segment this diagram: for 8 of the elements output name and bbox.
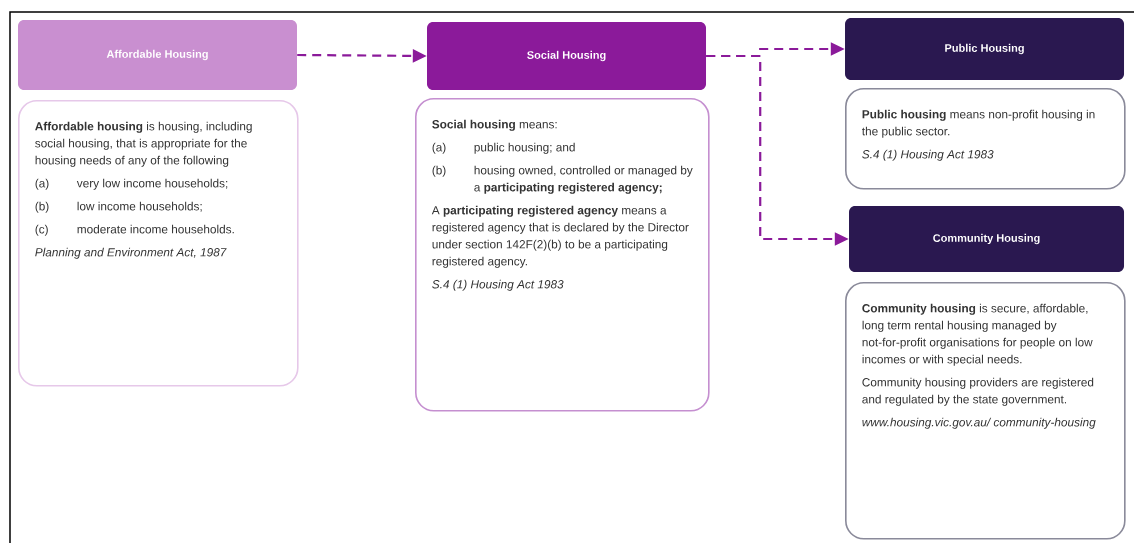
header-box: Social Housing: [427, 22, 706, 90]
header-box: Affordable Housing: [18, 20, 297, 90]
description-card: Social housing means: (a) public housing; and (b) housing owned, controlled or managed by a participating registered agency; A participating registered agency means a registered agency that is declared by the Director under section 142F(2)(b) to be a participating registered agency. S.4 (1) Housing Act 1983: [415, 98, 710, 412]
description-card: Public housing means non-profit housing in the public sector. S.4 (1) Housing Act 1983: [845, 88, 1126, 190]
description-card: Affordable housing is housing, including social housing, that is appropriate for the housing needs of any of the following (a) very low income households; (b) low income households; (c) moderate income households. Planning and Environment Act, 1987: [18, 100, 299, 387]
description-card: Community housing is secure, affordable, long term rental housing managed by not-for-profit organisations for people on low incomes or with special needs. Community housing providers are registered and regulated by the state government. www.housing.vic.gov.au/ community-housing: [845, 282, 1126, 540]
header-box: Community Housing: [849, 206, 1124, 272]
header-box: Public Housing: [845, 18, 1124, 80]
